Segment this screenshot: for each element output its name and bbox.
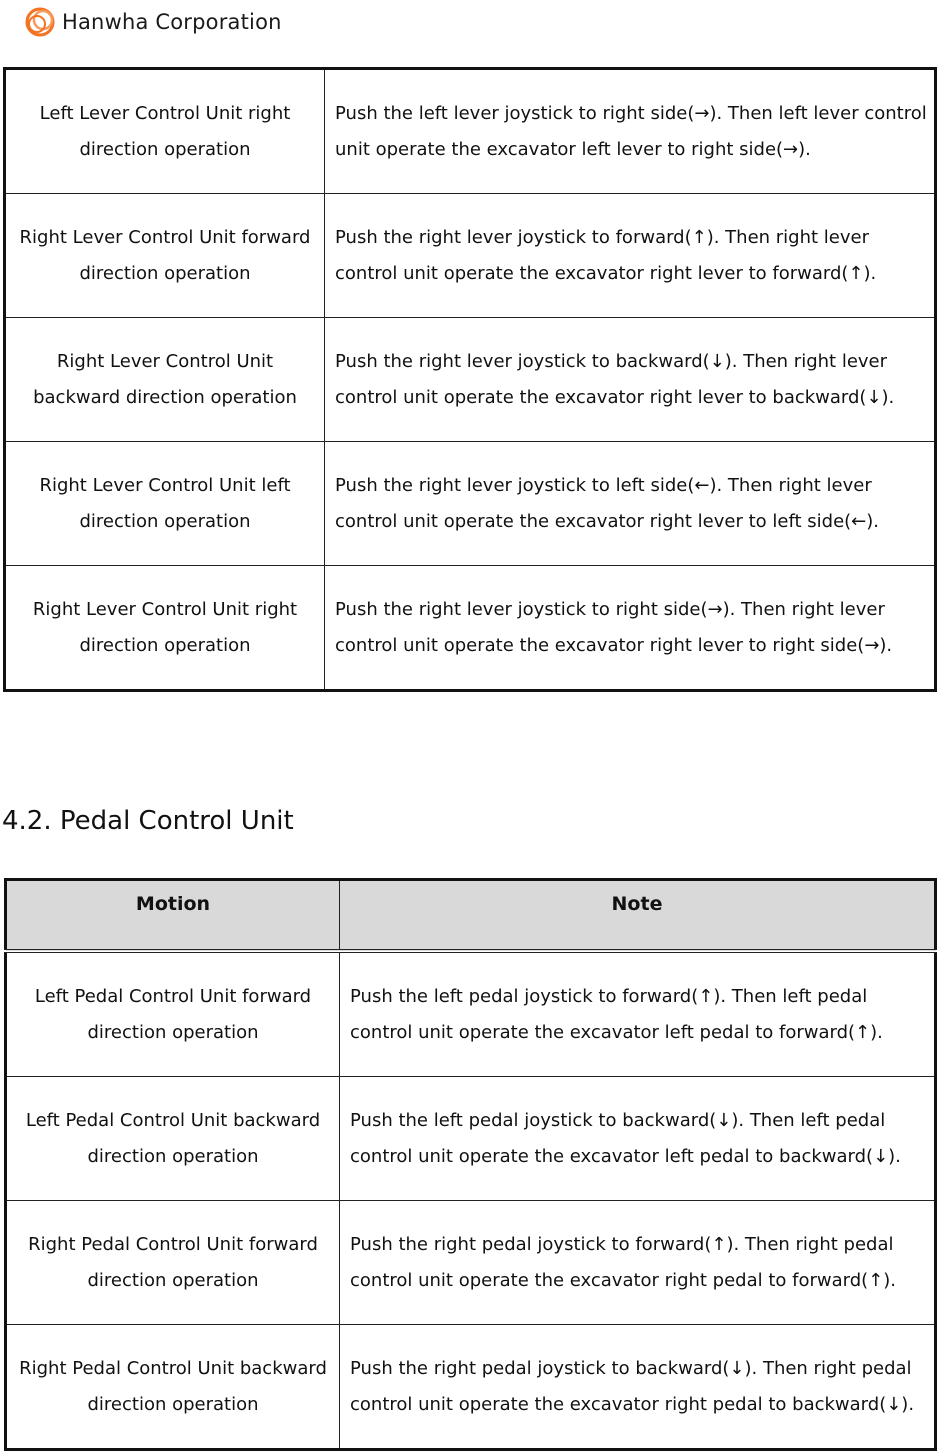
note-cell: Push the right pedal joystick to backwar… <box>339 1324 936 1450</box>
motion-cell: Right Pedal Control Unit backward direct… <box>5 1324 340 1450</box>
table-row: Right Lever Control Unit right direction… <box>4 565 936 691</box>
motion-cell: Left Pedal Control Unit backward directi… <box>5 1076 340 1201</box>
table-row: Left Pedal Control Unit forward directio… <box>5 950 936 1077</box>
table-header-row: Motion Note <box>5 879 936 953</box>
note-cell: Push the right lever joystick to right s… <box>324 565 936 691</box>
motion-cell: Right Lever Control Unit backward direct… <box>4 317 325 442</box>
pedal-control-table: Motion Note Left Pedal Control Unit forw… <box>4 878 937 1451</box>
table-row: Left Lever Control Unit right direction … <box>4 68 936 194</box>
note-cell: Push the right pedal joystick to forward… <box>339 1200 936 1325</box>
motion-cell: Right Lever Control Unit left direction … <box>4 441 325 566</box>
note-cell: Push the left pedal joystick to forward(… <box>339 950 936 1077</box>
motion-cell: Left Pedal Control Unit forward directio… <box>5 950 340 1077</box>
hanwha-flame-logo-icon <box>20 0 64 44</box>
table-row: Left Pedal Control Unit backward directi… <box>5 1076 936 1201</box>
note-cell: Push the right lever joystick to left si… <box>324 441 936 566</box>
column-header-motion: Motion <box>5 879 340 953</box>
note-cell: Push the right lever joystick to forward… <box>324 193 936 318</box>
table-row: Right Pedal Control Unit forward directi… <box>5 1200 936 1325</box>
note-cell: Push the right lever joystick to backwar… <box>324 317 936 442</box>
lever-control-table: Left Lever Control Unit right direction … <box>3 67 937 692</box>
brand-name: Hanwha Corporation <box>62 10 282 34</box>
motion-cell: Right Lever Control Unit forward directi… <box>4 193 325 318</box>
table-row: Right Lever Control Unit forward directi… <box>4 193 936 318</box>
table-row: Right Lever Control Unit left direction … <box>4 441 936 566</box>
note-cell: Push the left lever joystick to right si… <box>324 68 936 194</box>
motion-cell: Right Pedal Control Unit forward directi… <box>5 1200 340 1325</box>
table-row: Right Lever Control Unit backward direct… <box>4 317 936 442</box>
section-title: 4.2. Pedal Control Unit <box>2 806 294 836</box>
motion-cell: Left Lever Control Unit right direction … <box>4 68 325 194</box>
note-cell: Push the left pedal joystick to backward… <box>339 1076 936 1201</box>
page-header: Hanwha Corporation <box>20 0 282 44</box>
motion-cell: Right Lever Control Unit right direction… <box>4 565 325 691</box>
column-header-note: Note <box>339 879 936 953</box>
table-row: Right Pedal Control Unit backward direct… <box>5 1324 936 1450</box>
